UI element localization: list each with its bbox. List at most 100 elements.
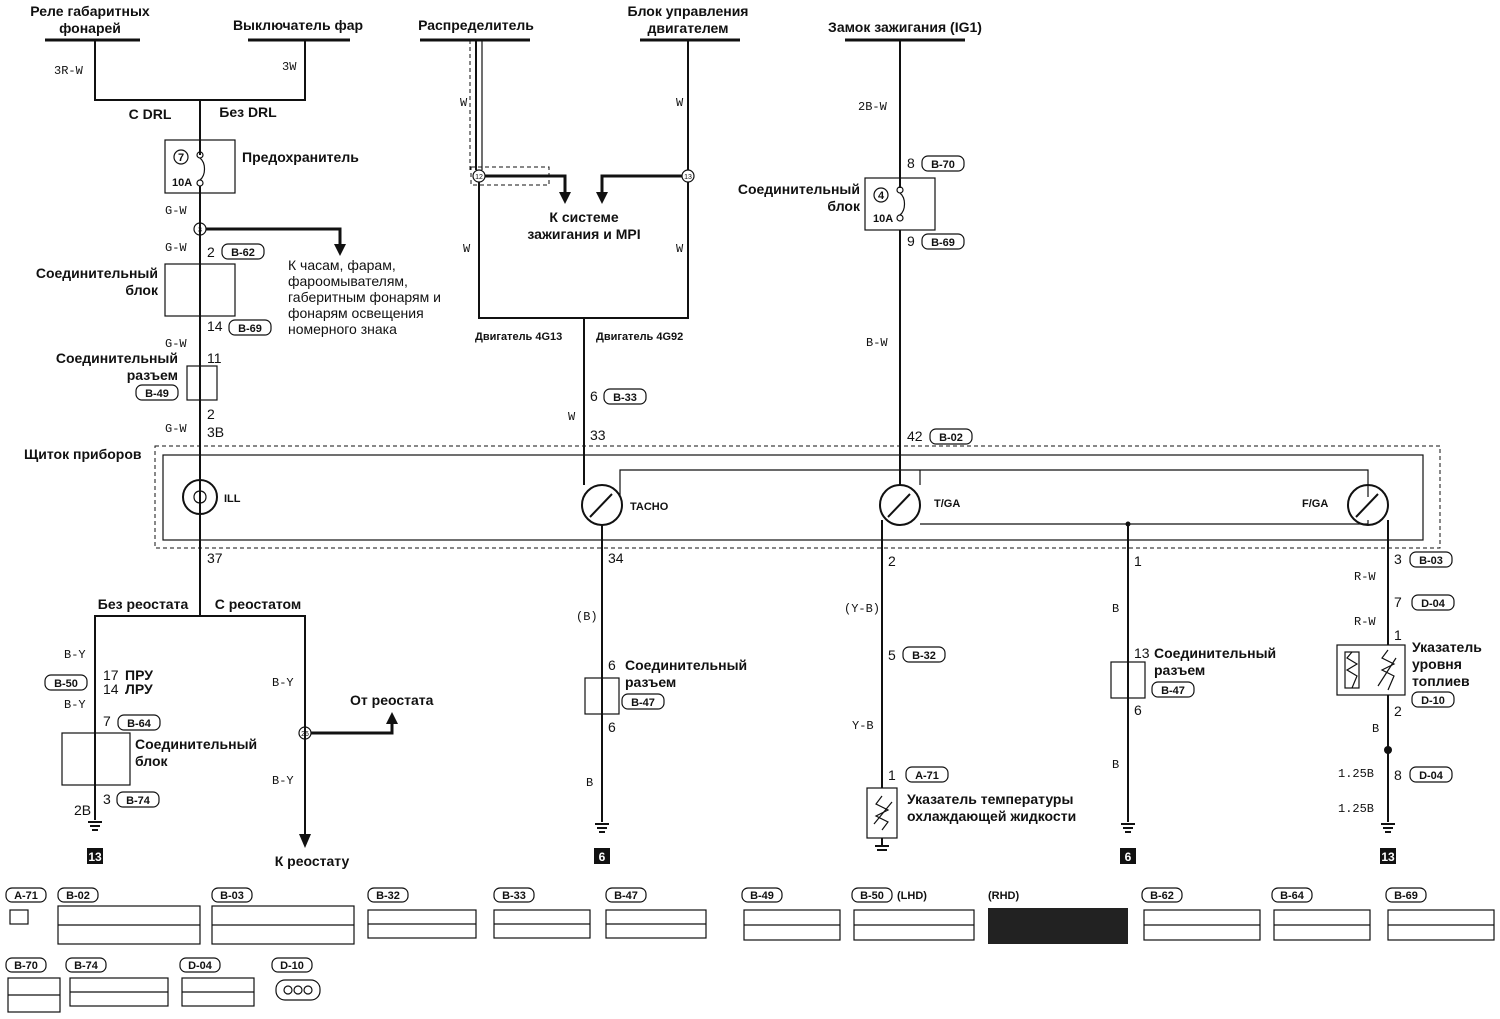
wire-by-label-1: B-Y — [64, 648, 86, 662]
conn-b47-mid: B-47 — [631, 697, 655, 709]
conn3-label-2: разъем — [1154, 662, 1205, 678]
conn-b32: B-32 — [912, 650, 936, 662]
pin-2-fuel: 2 — [1394, 703, 1402, 719]
legend-b50-label: B-50 — [860, 890, 884, 902]
pin-13: 13 — [1134, 645, 1150, 661]
temp-gauge-needle — [887, 493, 911, 518]
conn-b03: B-03 — [1419, 555, 1443, 567]
pin-14: 14 — [207, 318, 223, 334]
headlight-switch-label: Выключатель фар — [233, 17, 363, 33]
legend-b47: B-47 — [605, 887, 707, 939]
cluster-ground-bus — [920, 520, 1369, 525]
pin-6c: 6 — [608, 719, 616, 735]
cluster-panel — [162, 454, 1424, 541]
ground-13-right-badge — [1380, 848, 1396, 864]
engine-4g13-label: Двигатель 4G13 — [475, 331, 562, 343]
legend-b03-label: B-03 — [220, 890, 244, 902]
wire-to-ign-right — [600, 174, 682, 194]
pin-33: 33 — [590, 427, 606, 443]
jb2-label: Соединительный — [135, 736, 257, 752]
fuse4-number-circle — [873, 187, 889, 203]
pin-7-fga: 7 — [1394, 594, 1402, 610]
marker-relay-label-2: фонарей — [59, 20, 121, 36]
conn-b74-tag — [116, 791, 160, 808]
legend-b62-label: B-62 — [1150, 890, 1174, 902]
temp-sender-resistor — [874, 795, 890, 831]
tga-label: T/GA — [934, 498, 960, 510]
ecu-label-2: двигателем — [647, 20, 728, 36]
fuse-element — [199, 157, 206, 181]
legend-b64-label: B-64 — [1280, 890, 1305, 902]
splice-12-num: 12 — [475, 174, 483, 181]
conn-b49-tag — [135, 384, 179, 401]
to-clock-line-2: фароомывателям, — [288, 273, 408, 289]
arrow-to-ign-left — [559, 192, 571, 204]
conn-a71: A-71 — [915, 770, 939, 782]
jb3-label-2: блок — [827, 198, 861, 214]
ground-13-left-badge — [87, 848, 103, 864]
conn-b32-tag — [902, 646, 946, 663]
pin-1-temp: 1 — [888, 767, 896, 783]
legend-rhd: (RHD) — [988, 890, 1019, 902]
wire-w-label-2: W — [676, 96, 684, 110]
conn3-label: Соединительный — [1154, 645, 1276, 661]
wire-2b-label: 2B — [74, 802, 91, 818]
pin-9: 9 — [907, 233, 915, 249]
pin-6: 6 — [590, 388, 598, 404]
wire-gw-label-3: G-W — [165, 337, 187, 351]
legend-b70: B-70 — [5, 957, 61, 1013]
wire-yb-label-1: (Y-B) — [844, 602, 880, 616]
legend-b69: B-69 — [1385, 887, 1495, 941]
conn-b50-tag — [44, 674, 88, 691]
tacho-label: TACHO — [630, 501, 669, 513]
conn-b69: B-69 — [238, 323, 262, 335]
ground-symbol-temp — [875, 845, 889, 851]
legend-b03: B-03 — [211, 887, 355, 945]
fuse-label: Предохранитель — [242, 149, 359, 165]
jb3-label: Соединительный — [738, 181, 860, 197]
legend-b33: B-33 — [493, 887, 591, 939]
cluster-label: Щиток приборов — [24, 446, 142, 462]
connector-b49 — [186, 365, 218, 401]
conn-b62: B-62 — [231, 247, 255, 259]
fuse4-amp: 10A — [873, 213, 893, 225]
legend-b74-label: B-74 — [74, 960, 99, 972]
pin-1-ground: 1 — [1134, 553, 1142, 569]
conn1-label-2: разъем — [127, 367, 178, 383]
ground-6-mid: 6 — [599, 850, 606, 864]
to-ign-line-2: зажигания и MPI — [527, 226, 640, 242]
fuse-number: 7 — [178, 152, 184, 164]
legend-b69-label: B-69 — [1394, 890, 1418, 902]
conn-b33-tag — [603, 388, 647, 405]
wire-yb-label-2: Y-B — [852, 719, 874, 733]
arrow-from-rheostat — [386, 712, 398, 724]
fga-label: F/GA — [1302, 498, 1328, 510]
conn-b74: B-74 — [126, 795, 151, 807]
fuel-ground-splice — [1384, 746, 1392, 754]
ground-symbol-right-mid — [1121, 823, 1135, 833]
legend-d04: D-04 — [179, 957, 255, 1007]
wire-b-label-r1: B — [1112, 602, 1119, 616]
conn2-label-2: разъем — [625, 674, 676, 690]
fuel-sender-heater — [1345, 651, 1359, 689]
pin-14b: 14 — [103, 681, 119, 697]
conn-a71-tag — [905, 766, 949, 783]
wire-w-label-3: W — [463, 242, 471, 256]
drl-junction — [94, 96, 306, 101]
lhd-label: ПРУ — [125, 667, 153, 683]
legend-b74: B-74 — [65, 957, 169, 1007]
ground-13-right: 13 — [1381, 850, 1395, 864]
pin-2-tga: 2 — [888, 553, 896, 569]
with-drl-label: С DRL — [129, 106, 172, 122]
ground-6-mid-badge — [594, 848, 610, 864]
pin-34: 34 — [608, 550, 624, 566]
legend-d10-label: D-10 — [280, 960, 304, 972]
temp-sender-arrow — [873, 801, 893, 825]
wire-by-label-4: B-Y — [272, 774, 294, 788]
arrow-to-ign-right — [596, 192, 608, 204]
wire-2bw-label: 2B-W — [858, 100, 888, 114]
wire-gw-label-1: G-W — [165, 204, 187, 218]
engine-4g92-label: Двигатель 4G92 — [596, 331, 683, 343]
conn-b70-tag — [921, 155, 965, 172]
pin-5: 5 — [888, 647, 896, 663]
